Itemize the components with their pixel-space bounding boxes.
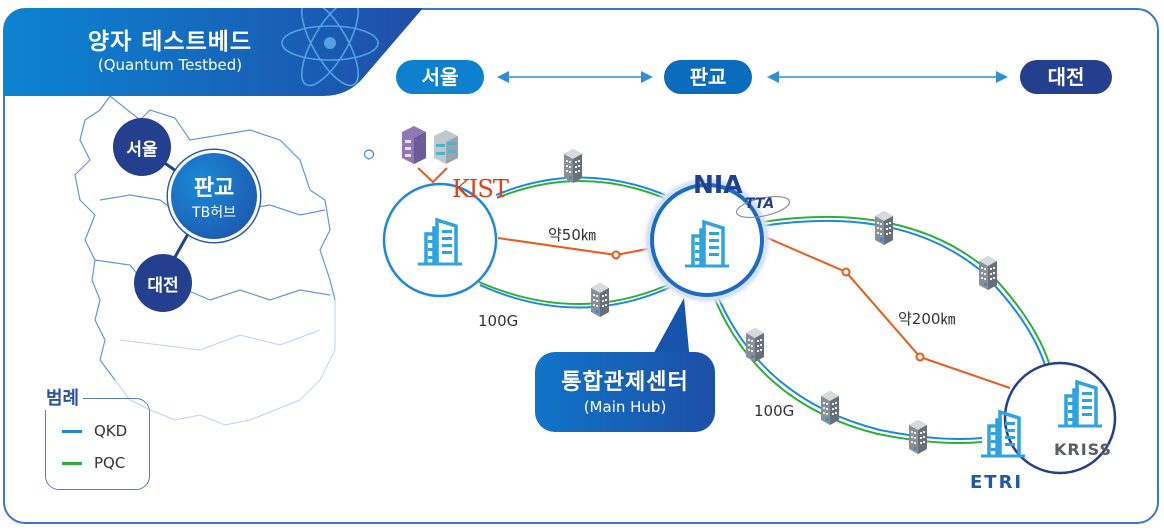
qkd-link-nia-etri-bottom	[714, 289, 983, 440]
relay-building-icon	[875, 211, 893, 245]
map-node-sublabel: TB허브	[192, 205, 236, 221]
relay-building-icon	[746, 328, 764, 362]
legend-item-pqc: PQC	[62, 454, 125, 472]
legend-label: QKD	[94, 422, 128, 440]
legend-item-qkd: QKD	[62, 422, 127, 440]
map-node-label: 서울	[126, 139, 158, 160]
pqc-link-kist-nia-top	[496, 180, 665, 199]
route-pill-label: 대전	[1047, 65, 1085, 89]
nia-site-circle[interactable]	[650, 183, 764, 297]
legend-label: PQC	[94, 454, 126, 472]
qkd-link-nia-kriss-top	[761, 219, 1046, 366]
etri-building-icon	[979, 410, 1027, 458]
etri-logo: ETRI	[970, 472, 1024, 493]
pqc-link-nia-kriss-top	[761, 215, 1050, 364]
relay-building-icon	[909, 420, 927, 454]
route-pill-seoul[interactable]: 서울	[396, 60, 484, 94]
pqc-link-kist-nia-bottom	[478, 281, 675, 305]
legend-title: 범례	[42, 384, 84, 410]
relay-node	[841, 267, 851, 277]
user-building-teal-icon	[434, 130, 458, 164]
nia-logo: NIA	[693, 170, 743, 199]
map-outline-north	[109, 95, 336, 301]
pqc-link-nia-etri-bottom	[711, 291, 983, 444]
distance-label-seoul-pangyo: 약50㎞	[548, 226, 596, 244]
bandwidth-label-right: 100G	[754, 402, 795, 420]
map-node-seoul[interactable]: 서울	[113, 118, 171, 176]
map-outline-west	[74, 95, 116, 381]
main-hub-callout[interactable]: 통합관제센터 (Main Hub)	[535, 352, 715, 432]
map-node-daejeon[interactable]: 대전	[134, 254, 192, 312]
relay-node	[611, 250, 621, 260]
kist-logo: KIST	[452, 175, 509, 203]
map-node-label: 대전	[147, 275, 179, 296]
relay-building-icon	[591, 283, 609, 317]
arrow-pangyo-daejeon	[767, 71, 1008, 83]
route-pill-label: 서울	[421, 65, 459, 89]
relay-node	[915, 352, 925, 362]
legend-swatch-qkd	[62, 429, 82, 433]
page-title: 양자 테스트베드	[87, 29, 253, 55]
route-pill-daejeon[interactable]: 대전	[1020, 60, 1112, 94]
kriss-site-circle[interactable]	[1003, 361, 1117, 475]
relay-building-icon	[821, 391, 839, 425]
atom-icon	[281, 8, 379, 87]
hub-callout-pointer	[650, 298, 690, 362]
map-region-border-3	[119, 329, 321, 351]
distance-label-pangyo-daejeon: 약200㎞	[898, 310, 956, 328]
distance-line-nia-kriss	[762, 235, 1011, 389]
page-subtitle: (Quantum Testbed)	[97, 56, 243, 74]
main-hub-title: 통합관제센터	[561, 370, 689, 395]
arrow-seoul-pangyo	[497, 71, 653, 83]
route-pill-label: 판교	[689, 65, 727, 89]
title-banner	[3, 8, 423, 96]
route-pill-pangyo[interactable]: 판교	[664, 60, 752, 94]
tta-logo: TTA	[745, 196, 775, 212]
legend-swatch-pqc	[62, 461, 82, 465]
kriss-logo: KRISS	[1054, 440, 1112, 459]
map-node-label: 판교	[193, 176, 235, 201]
tta-logo-ring	[735, 195, 791, 219]
main-hub-subtitle: (Main Hub)	[583, 398, 667, 416]
bandwidth-label-left: 100G	[478, 312, 519, 330]
qkd-link-kist-nia-bottom	[479, 284, 676, 309]
user-building-purple-icon	[402, 126, 426, 164]
relay-building-icon	[979, 256, 997, 290]
map-node-pangyo-hub[interactable]: 판교 TB허브	[168, 150, 260, 242]
legend-box	[45, 398, 150, 490]
map-island-icon	[363, 149, 375, 160]
kist-site-circle[interactable]	[382, 182, 498, 298]
kist-connector	[417, 167, 448, 184]
relay-building-icon	[564, 149, 582, 183]
